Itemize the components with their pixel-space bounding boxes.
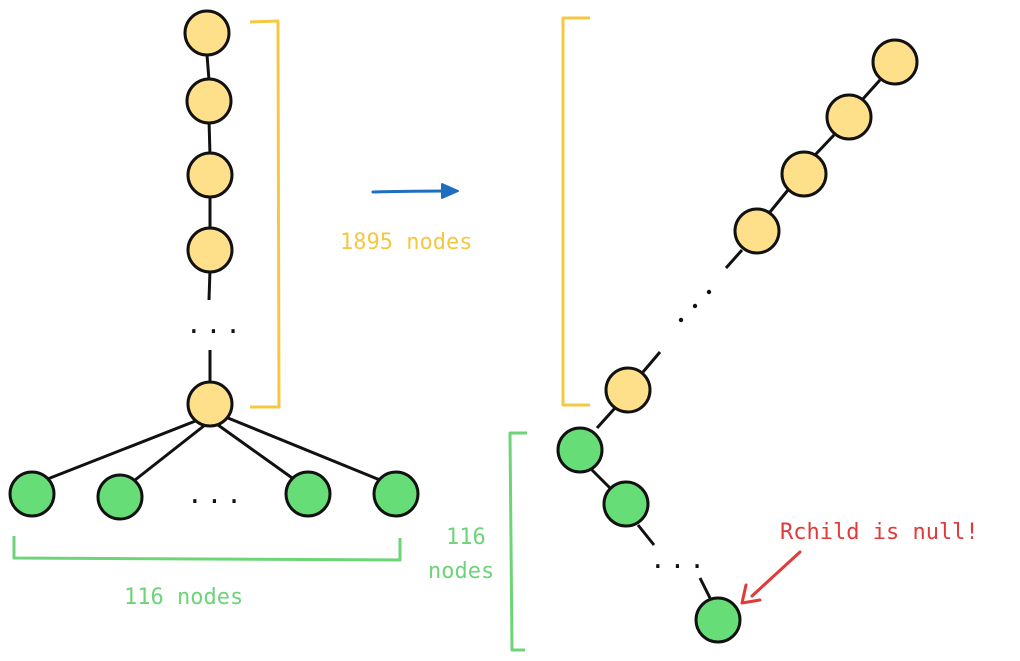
- yellow-node: [183, 9, 231, 57]
- yellow-node: [825, 93, 873, 141]
- green-count-label-line1: 116: [446, 525, 486, 550]
- yellow-bracket: [561, 16, 590, 407]
- yellow-node: [871, 38, 919, 86]
- chain-edge: [698, 577, 712, 599]
- chain-edge: [205, 54, 211, 81]
- rchild-null-note: Rchild is null!: [780, 520, 979, 545]
- child-edge: [227, 416, 381, 482]
- chain-edge: [595, 406, 617, 430]
- left-tree: ... ... 116 nodes: [8, 9, 420, 610]
- note-arrow: [740, 550, 802, 605]
- yellow-node: [780, 150, 828, 198]
- yellow-node: [185, 77, 233, 125]
- green-node: [8, 470, 56, 518]
- chain-count-label: 1895 nodes: [340, 230, 472, 255]
- chain-edge: [207, 269, 212, 301]
- right-tree: ... 116 nodes Rchild is null!: [428, 16, 979, 652]
- yellow-node: [733, 207, 781, 255]
- green-node: [602, 480, 650, 528]
- chain-edge: [724, 249, 744, 269]
- chain-edge: [641, 351, 662, 373]
- green-node: [372, 470, 420, 518]
- green-node: [96, 473, 144, 521]
- chain-edge: [860, 78, 882, 102]
- child-edge: [217, 423, 296, 482]
- children-count-label: 116 nodes: [124, 585, 243, 610]
- ellipsis-dot: [692, 303, 698, 309]
- children-bracket: [12, 536, 402, 562]
- yellow-node: [186, 226, 234, 274]
- green-node-last: [694, 596, 742, 644]
- chain-edge: [768, 189, 790, 213]
- yellow-node-root-of-children: [186, 380, 234, 428]
- child-edge: [134, 423, 206, 482]
- chain-edge: [813, 133, 836, 157]
- chain-edge: [636, 524, 656, 546]
- transform-arrow: [371, 183, 459, 199]
- green-count-label-line2: nodes: [428, 559, 494, 584]
- chain-edge: [590, 468, 612, 490]
- green-ellipsis: ...: [650, 545, 709, 575]
- child-edge: [44, 418, 199, 482]
- chain-edge: [207, 119, 212, 156]
- chain-ellipsis: ...: [186, 310, 245, 340]
- children-ellipsis: ...: [187, 480, 246, 510]
- ellipsis-dot: [678, 317, 684, 323]
- green-bracket: [508, 431, 527, 652]
- green-node: [284, 470, 332, 518]
- ellipsis-dot: [706, 289, 712, 295]
- yellow-node: [604, 366, 652, 414]
- chain-bracket: [249, 19, 281, 409]
- yellow-node: [186, 151, 234, 199]
- green-node: [556, 426, 604, 474]
